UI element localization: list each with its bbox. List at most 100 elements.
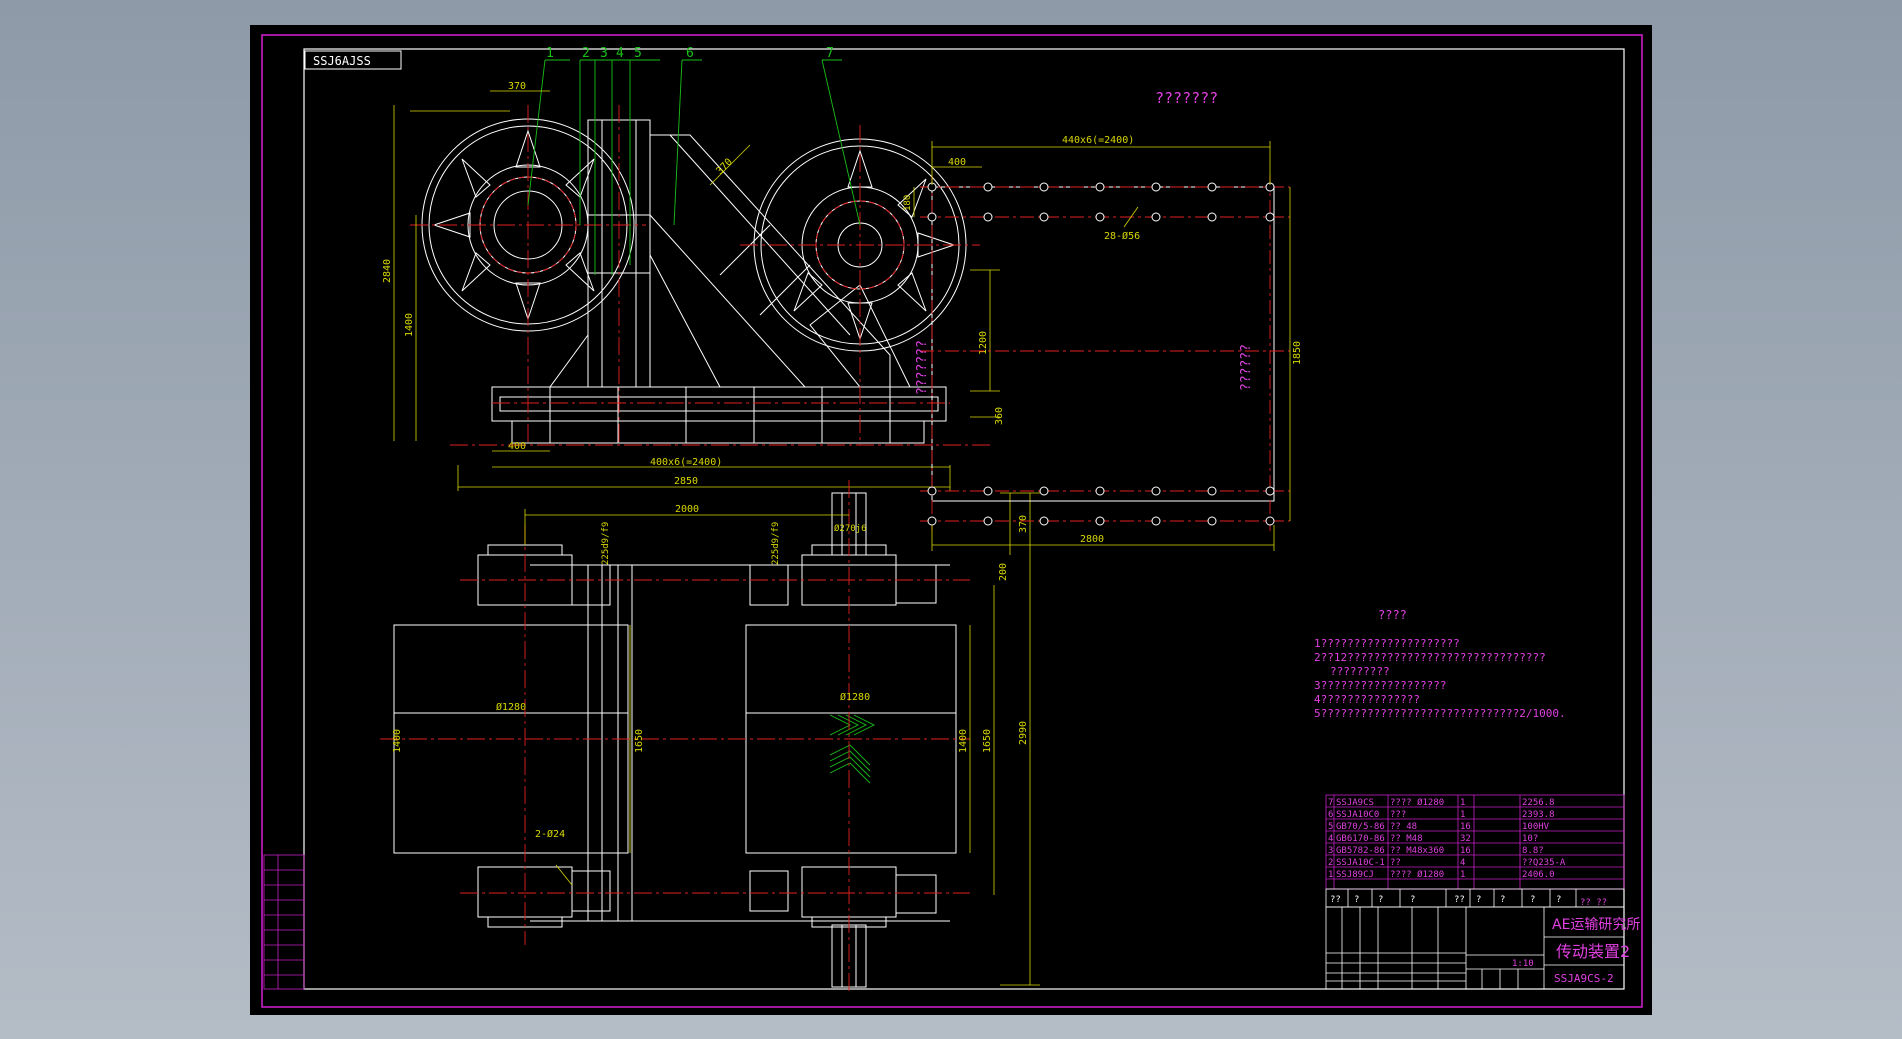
note-line-2: 2??12?????????????????????????????? <box>1314 651 1546 664</box>
anchor-hole <box>983 486 993 496</box>
bom-cell: 3 <box>1328 846 1333 856</box>
balloon-4: 4 <box>616 46 624 61</box>
institute-name: AE运输研究所 <box>1552 917 1640 933</box>
anchor-hole <box>1039 486 1049 496</box>
bom-cell: 16 <box>1460 822 1471 832</box>
note-line-6: 5??????????????????????????????2/1000. <box>1314 707 1566 720</box>
dim-2850: 2850 <box>674 476 698 487</box>
dim-2990: 2990 <box>1018 721 1029 745</box>
dim-1650-left: 1650 <box>634 729 645 753</box>
cad-drawing: SSJ6AJSS <box>261 34 1643 1008</box>
bom-cell: 2 <box>1328 858 1333 868</box>
anchor-hole <box>1265 212 1275 222</box>
header-mark: ? <box>1476 895 1481 905</box>
drawing-no-box-text: SSJ6AJSS <box>313 54 371 68</box>
anchor-hole <box>1151 516 1161 526</box>
bom-cell: 8.8? <box>1522 846 1544 856</box>
anchor-hole <box>1039 182 1049 192</box>
outer-border <box>261 34 1643 1008</box>
bom-cell: ??Q235-A <box>1522 858 1566 868</box>
bom-cell: SSJA9CS <box>1336 798 1374 808</box>
bom-cell: 2393.8 <box>1522 810 1555 820</box>
header-mark: ?? <box>1330 895 1341 905</box>
dim-shaft-right: 225d9/f9 <box>771 522 781 565</box>
drawing-name: 传动装置2 <box>1556 942 1630 961</box>
note-line-1: 1????????????????????? <box>1314 637 1460 650</box>
title-block: AE运输研究所 传动装置2 SSJA9CS-2 1:10 ?? ?? <box>1325 898 1640 990</box>
dim-1850: 1850 <box>1292 341 1303 365</box>
bom-cell: GB70/5-86 <box>1336 822 1385 832</box>
header-mark: ? <box>1500 895 1505 905</box>
side-label-left: ??????? <box>915 340 930 395</box>
bom-cell: 7 <box>1328 798 1333 808</box>
drawing-sheet: SSJ6AJSS <box>250 25 1652 1015</box>
foundation-plan: ??????? 440x6(=2400) 400 180 28-Ø56 <box>903 89 1303 551</box>
dim-2800: 2800 <box>1080 534 1104 545</box>
anchor-hole <box>983 516 993 526</box>
bom-cell: ?? M48 <box>1390 834 1423 844</box>
dim-2840: 2840 <box>382 259 393 283</box>
scale-value: 1:10 <box>1512 959 1534 969</box>
qq-mark: ?? ?? <box>1580 898 1607 908</box>
header-mark: ? <box>1354 895 1359 905</box>
foundation-title: ??????? <box>1155 89 1218 107</box>
bom-cell: 2256.8 <box>1522 798 1555 808</box>
inner-frame <box>303 48 1625 990</box>
header-mark: ? <box>1410 895 1415 905</box>
bom-cell: ?? <box>1390 858 1401 868</box>
bom-cell: 6 <box>1328 810 1333 820</box>
front-view: 1 2 3 4 5 6 7 370 370 2840 1400 1200 360… <box>382 46 1005 491</box>
note-line-3: ????????? <box>1330 665 1390 678</box>
dim-1400-right: 1400 <box>958 729 969 753</box>
anchor-hole <box>983 182 993 192</box>
anchor-hole <box>927 516 937 526</box>
anchor-hole <box>1151 182 1161 192</box>
anchor-hole <box>927 212 937 222</box>
header-mark: ? <box>1378 895 1383 905</box>
bom-cell: 1 <box>1460 798 1465 808</box>
dim-2000: 2000 <box>675 504 699 515</box>
dim-holes-foundation: 28-Ø56 <box>1104 230 1140 242</box>
balloon-5: 5 <box>634 46 642 61</box>
balloon-3: 3 <box>600 46 608 61</box>
balloon-2: 2 <box>582 46 590 61</box>
bom-cell: 1 <box>1460 810 1465 820</box>
left-revision-strip <box>263 854 305 990</box>
dim-180: 180 <box>903 195 913 211</box>
bom-cell: 16 <box>1460 846 1471 856</box>
dim-400: 400 <box>508 441 526 452</box>
bom-cell: ???? Ø1280 <box>1390 869 1444 880</box>
header-mark: ? <box>1530 895 1535 905</box>
bom-cell: 4 <box>1460 858 1465 868</box>
header-mark: ?? <box>1454 895 1465 905</box>
anchor-hole <box>1265 486 1275 496</box>
balloon-7: 7 <box>826 46 834 61</box>
side-label-mid: ?????? <box>1239 344 1254 391</box>
dim-1650-right: 1650 <box>982 729 993 753</box>
anchor-hole <box>983 212 993 222</box>
bom-cell: 4 <box>1328 834 1333 844</box>
bom-cell: GB5782-86 <box>1336 846 1385 856</box>
dim-drum-right: Ø1280 <box>840 691 870 703</box>
dim-400-foundation: 400 <box>948 157 966 168</box>
anchor-hole <box>927 486 937 496</box>
bom-cell: SSJA10C0 <box>1336 810 1379 820</box>
balloon-1: 1 <box>546 46 554 61</box>
notes-title: ???? <box>1378 608 1407 622</box>
bom-cell: ?? 48 <box>1390 822 1417 832</box>
bom-cell: SSJ89CJ <box>1336 870 1374 880</box>
dim-370-top: 370 <box>508 81 526 92</box>
anchor-hole <box>1151 212 1161 222</box>
dim-360: 360 <box>994 407 1005 425</box>
anchor-hole <box>1207 486 1217 496</box>
technical-notes: ???? 1????????????????????? 2??12???????… <box>1314 608 1566 720</box>
bom-cell: GB6170-86 <box>1336 834 1385 844</box>
note-line-4: 3??????????????????? <box>1314 679 1446 692</box>
drawing-number: SSJA9CS-2 <box>1554 972 1614 985</box>
anchor-hole <box>1039 516 1049 526</box>
dim-400x6: 400x6(=2400) <box>650 457 722 468</box>
bom-cell: 2406.0 <box>1522 870 1555 880</box>
anchor-hole <box>1265 516 1275 526</box>
dim-440x6: 440x6(=2400) <box>1062 135 1134 146</box>
